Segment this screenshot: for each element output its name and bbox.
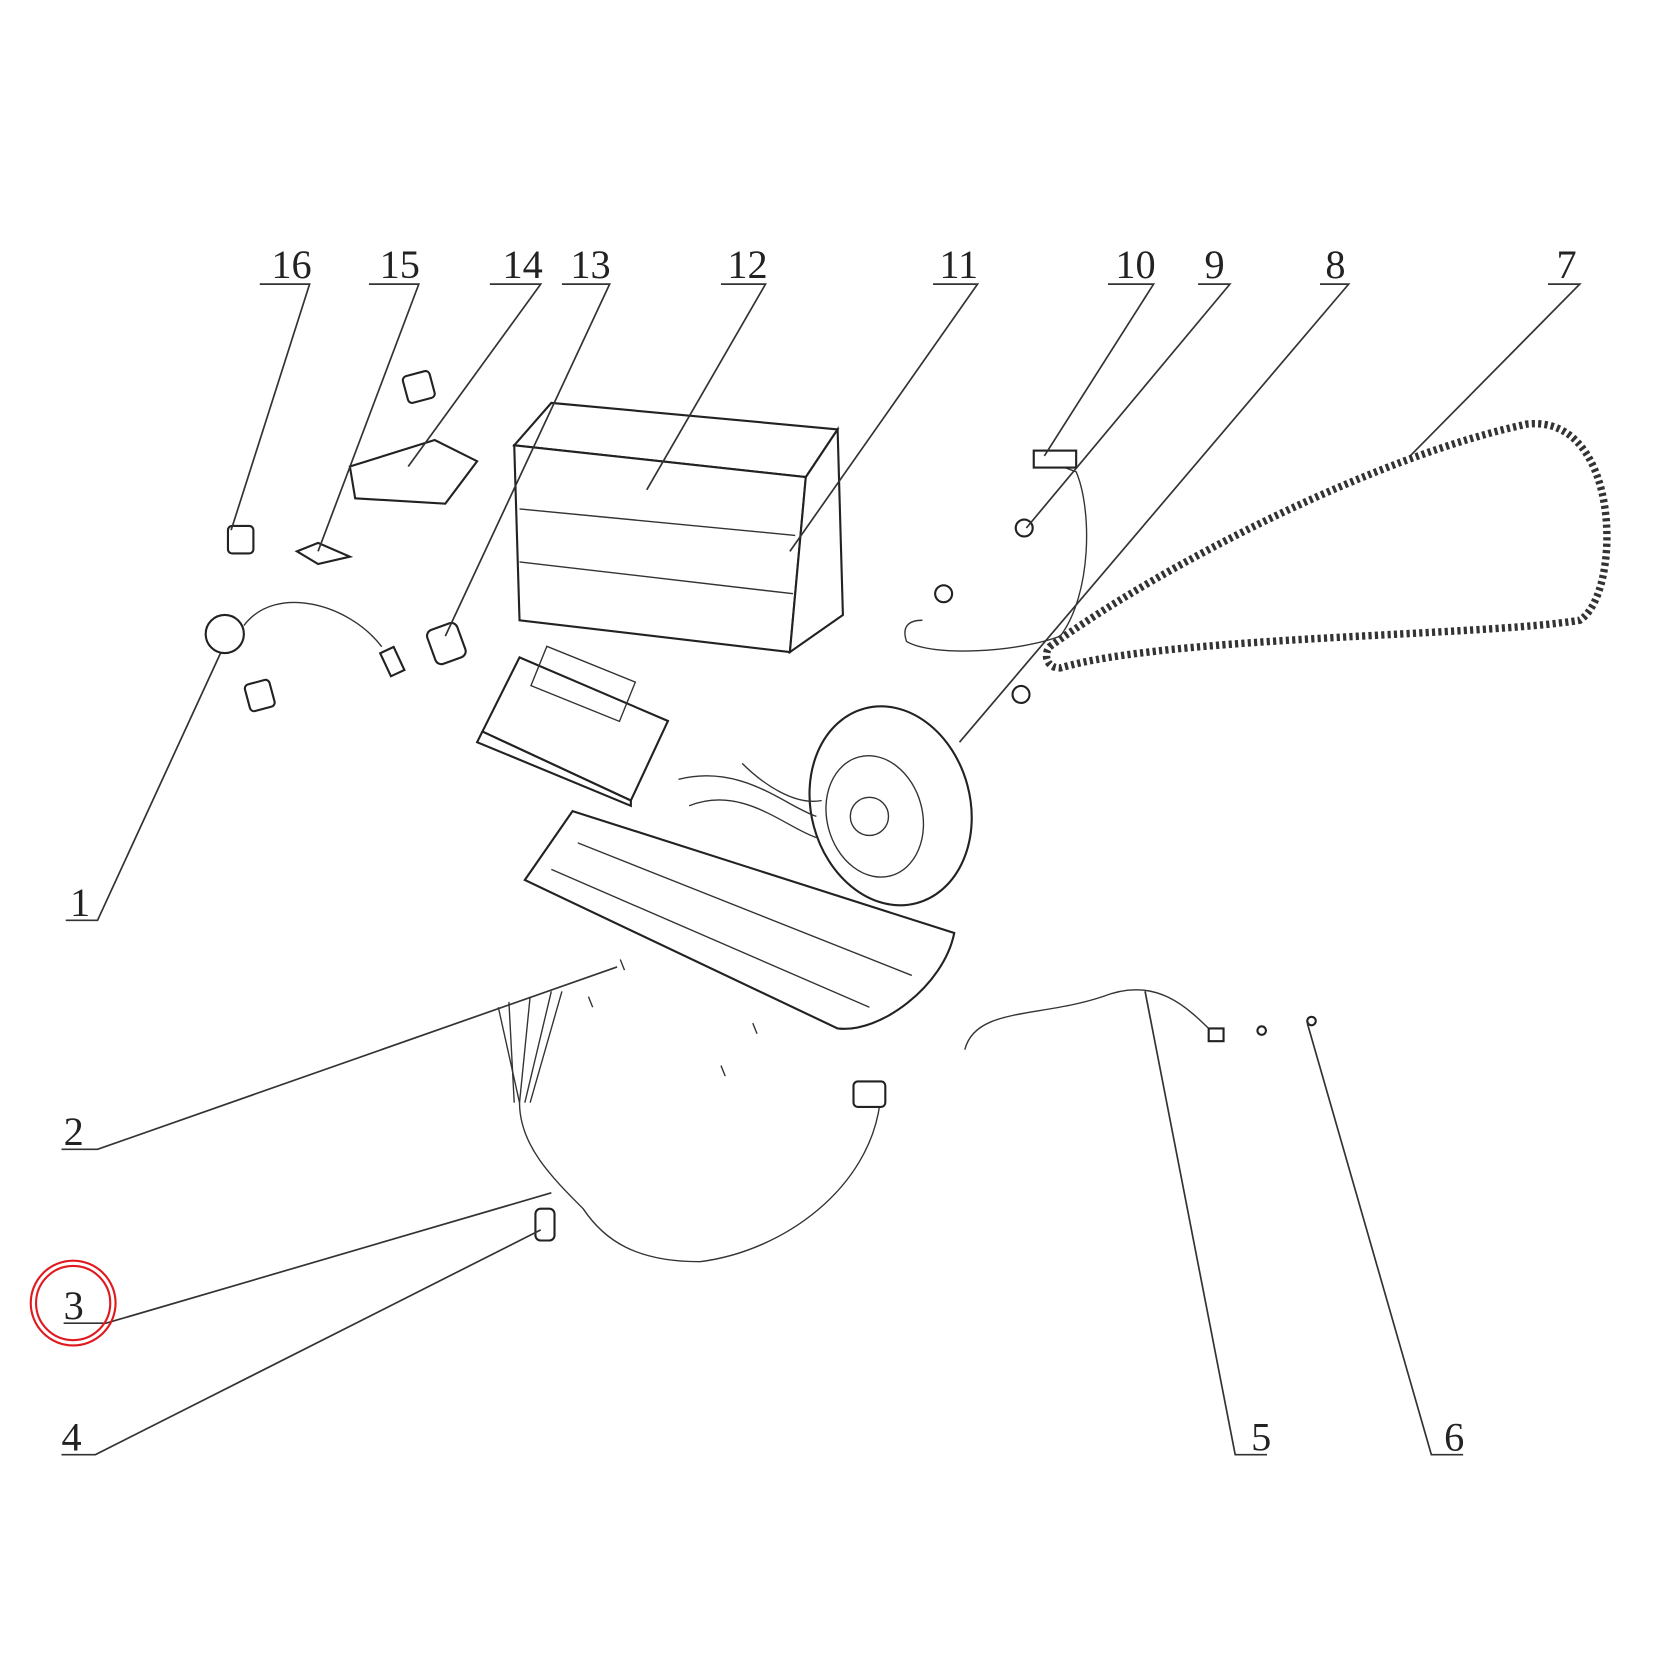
callout-12[interactable]: 12 xyxy=(727,242,767,287)
highlight-circle xyxy=(29,1259,117,1347)
leader-lines xyxy=(61,283,1582,1456)
display[interactable] xyxy=(348,438,479,505)
wiring-harness[interactable] xyxy=(497,959,1317,1263)
callout-6[interactable]: 6 xyxy=(1444,1414,1464,1459)
callout-4[interactable]: 4 xyxy=(61,1414,81,1459)
throttle-cable[interactable] xyxy=(204,601,406,678)
callout-9[interactable]: 9 xyxy=(1204,242,1224,287)
callout-2[interactable]: 2 xyxy=(64,1109,84,1154)
callout-5[interactable]: 5 xyxy=(1251,1414,1271,1459)
mounting-plate[interactable] xyxy=(523,809,956,1030)
callout-14[interactable]: 14 xyxy=(503,242,543,287)
callout-15[interactable]: 15 xyxy=(380,242,420,287)
controller[interactable] xyxy=(475,645,670,808)
callout-3[interactable]: 3 xyxy=(64,1283,84,1328)
callout-13[interactable]: 13 xyxy=(570,242,610,287)
motor[interactable] xyxy=(678,688,994,924)
callout-16[interactable]: 16 xyxy=(271,242,311,287)
callout-11[interactable]: 11 xyxy=(939,242,978,287)
callouts: 1 2 3 4 5 6 7 8 9 10 11 12 13 14 15 16 xyxy=(61,242,1576,1460)
battery-pack[interactable] xyxy=(512,401,844,655)
callout-7[interactable]: 7 xyxy=(1556,242,1576,287)
chain[interactable] xyxy=(1042,420,1611,672)
callout-8[interactable]: 8 xyxy=(1325,242,1345,287)
callout-1[interactable]: 1 xyxy=(70,880,90,925)
callout-10[interactable]: 10 xyxy=(1115,242,1155,287)
